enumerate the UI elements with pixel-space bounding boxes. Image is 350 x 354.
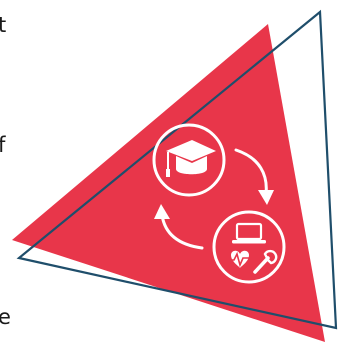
red-triangle <box>12 24 325 342</box>
cropped-text-middle: f <box>0 133 6 157</box>
cropped-text-bottom: e <box>0 305 11 329</box>
arrow-head-up <box>154 204 170 219</box>
graduation-circle <box>152 123 226 197</box>
arrow-up-left <box>160 213 204 250</box>
outline-triangle <box>16 9 338 330</box>
workplace-circle <box>212 210 286 284</box>
arrow-down-right <box>234 148 268 196</box>
laptop-icon <box>232 222 266 244</box>
cropped-text-top: t <box>0 13 7 37</box>
graduation-cap-icon <box>166 140 216 177</box>
arrow-head-down <box>258 190 274 205</box>
cycle-arrow-icon <box>154 148 274 250</box>
wrench-icon <box>253 249 278 274</box>
heart-rate-icon <box>227 250 253 268</box>
